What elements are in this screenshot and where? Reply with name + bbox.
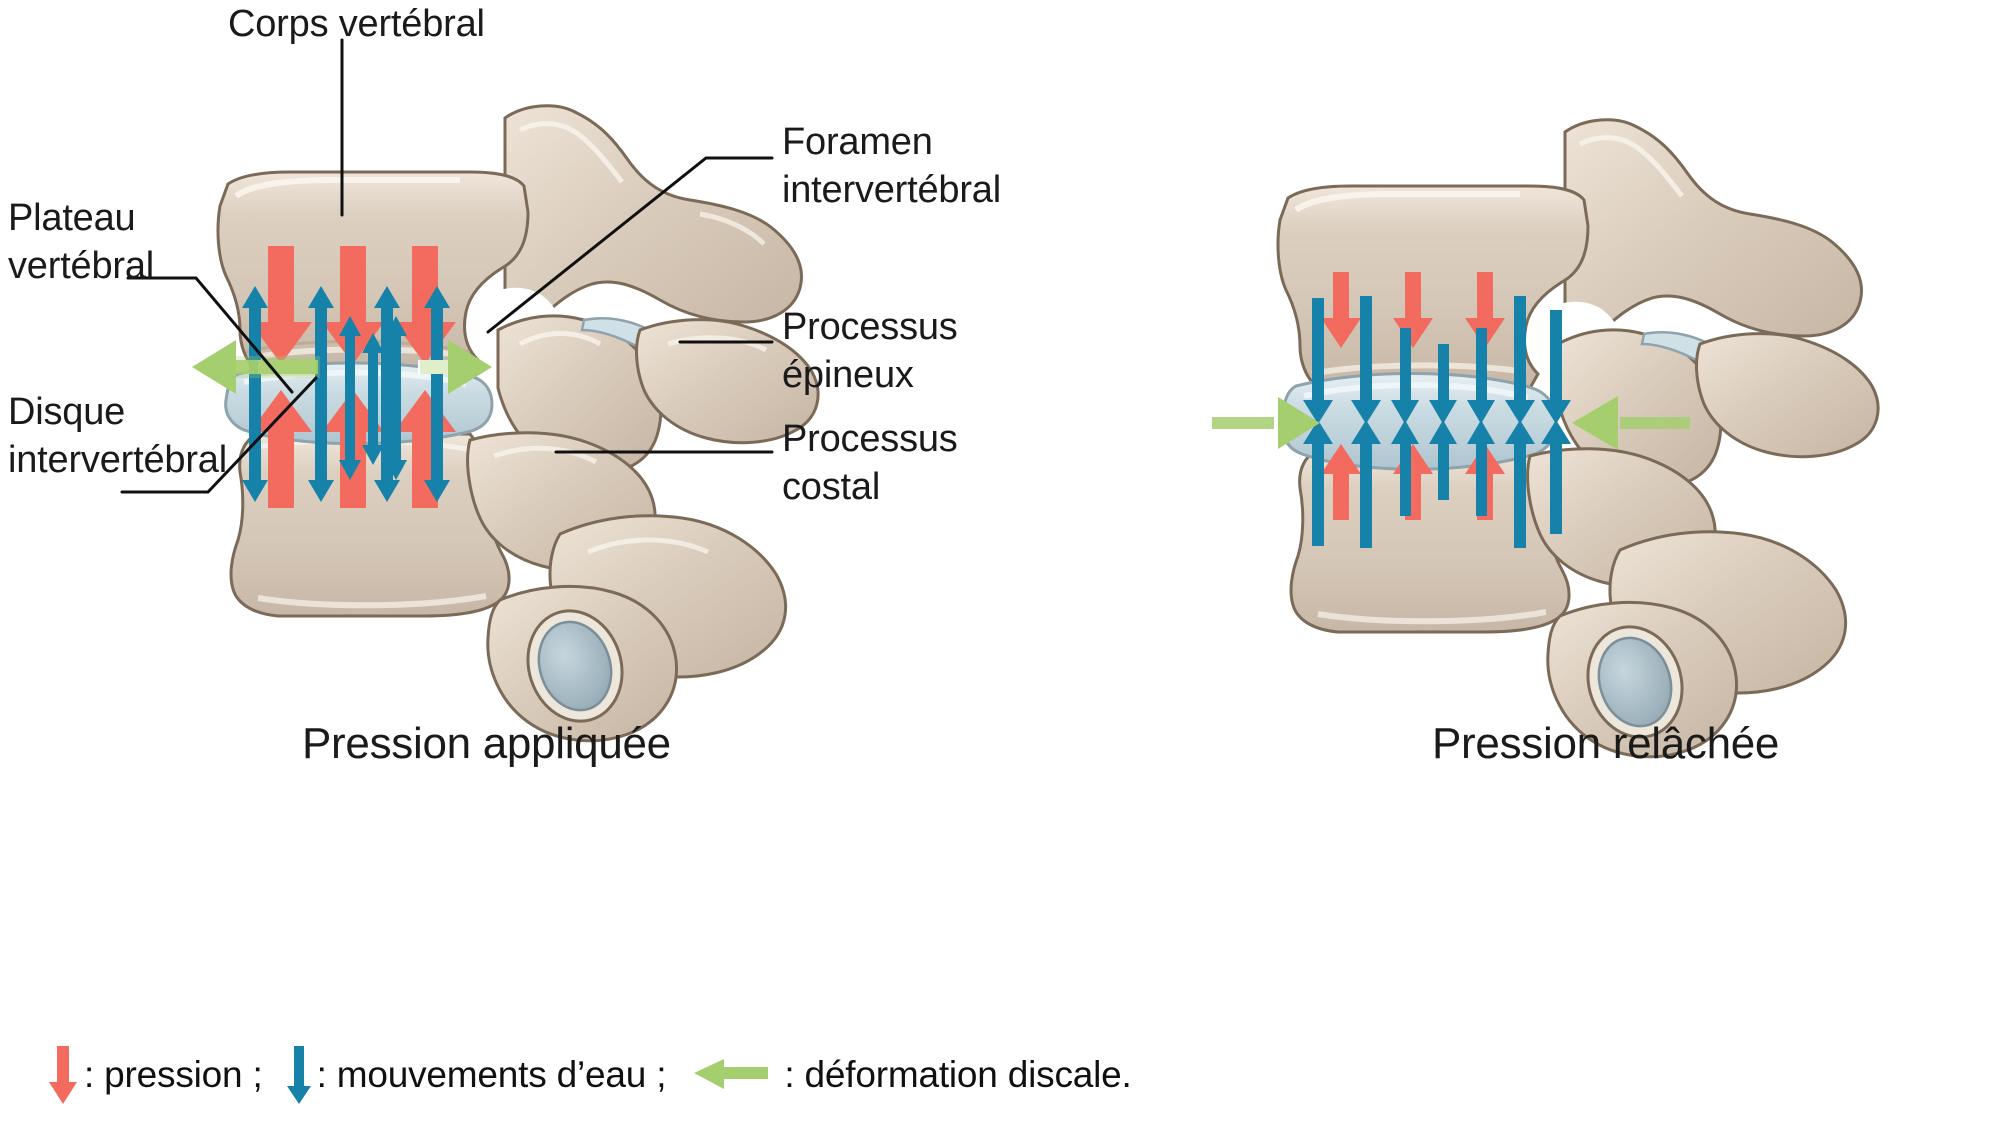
legend-label-pression: : pression ; xyxy=(84,1054,263,1095)
facet-oval-inner-right xyxy=(1597,636,1673,728)
leader-disque-intervertebral xyxy=(120,376,318,494)
arrow-down-blue-icon xyxy=(285,1044,313,1106)
spinous-process-upper xyxy=(503,104,803,343)
water-arrows-left xyxy=(242,286,450,502)
arrow-left-green-icon xyxy=(688,1053,770,1097)
caption-pression-relachee: Pression relâchée xyxy=(1432,719,1780,768)
costal-process-upper xyxy=(635,318,820,445)
legend: : pression ; : mouvements d’eau ; : défo… xyxy=(46,1044,1132,1106)
facet-oval-inner xyxy=(537,620,613,712)
label-processus-epineux: Processus épineux xyxy=(782,306,958,396)
label-foramen-intervertebral: Foramen intervertébral xyxy=(782,121,1001,211)
legend-item-pression: : pression ; xyxy=(46,1044,263,1106)
water-arrows-right xyxy=(1303,296,1571,548)
leader-lines xyxy=(120,38,774,494)
panel-left-illustration xyxy=(192,104,820,743)
caption-pression-appliquee: Pression appliquée xyxy=(302,719,671,768)
label-corps-vertebral: Corps vertébral xyxy=(228,3,485,45)
spinous-process-upper-right xyxy=(1563,118,1863,357)
legend-label-mouvements-eau: : mouvements d’eau ; xyxy=(316,1054,667,1095)
label-plateau-vertebral: Plateau vertébral xyxy=(8,197,155,287)
deformation-arrows-left xyxy=(192,340,492,394)
panel-right-illustration xyxy=(1212,118,1880,759)
leader-plateau-vertebral xyxy=(126,276,294,394)
costal-process-upper-right xyxy=(1695,332,1880,459)
label-disque-intervertebral: Disque intervertébral xyxy=(8,391,227,481)
leader-foramen xyxy=(486,156,774,334)
legend-item-deformation: : déformation discale. xyxy=(688,1053,1132,1097)
deformation-arrows-right xyxy=(1212,396,1690,450)
arrow-down-red-icon xyxy=(46,1044,80,1106)
legend-item-mouvements-eau: : mouvements d’eau ; xyxy=(285,1044,667,1106)
label-processus-costal: Processus costal xyxy=(782,418,958,508)
legend-label-deformation: : déformation discale. xyxy=(784,1054,1132,1095)
